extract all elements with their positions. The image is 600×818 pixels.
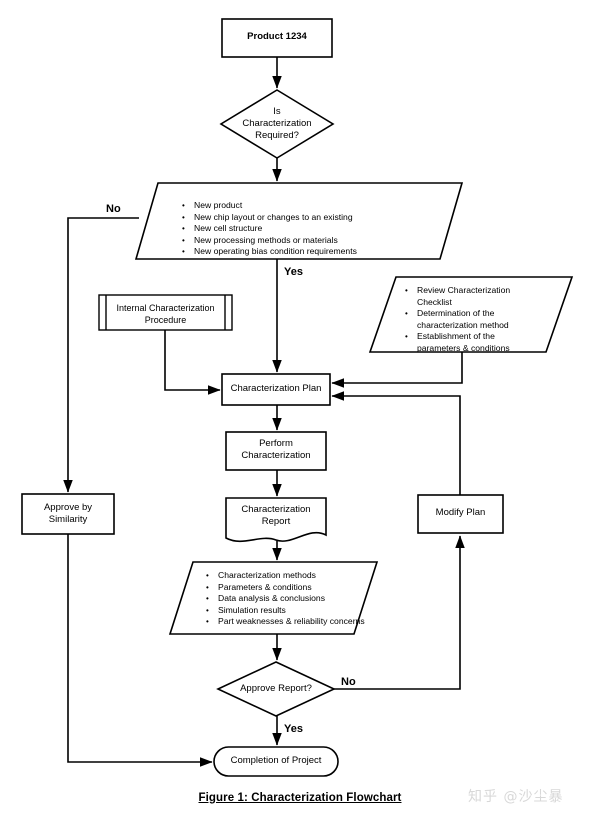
node-review-inputs-shape	[368, 276, 574, 353]
bullet-dot-icon: •	[405, 332, 408, 342]
bullet-dot-icon: •	[206, 617, 209, 627]
bullet-item: • New cell structure	[182, 223, 263, 234]
edge-review-inputs-to-plan	[331, 352, 463, 388]
bullet-dot-icon: •	[405, 309, 408, 319]
bullet-item: • Characterization methods	[206, 570, 316, 580]
edge-label-yes-characterization: Yes	[284, 266, 303, 278]
edge-approve-by-similarity-to-completion	[67, 534, 213, 767]
bullet-dot-icon: •	[206, 582, 209, 592]
node-product-shape	[221, 18, 333, 58]
bullet-item: • New product	[182, 200, 243, 210]
edge-label-yes-report: Yes	[284, 723, 303, 735]
edge-modify-plan-to-plan	[331, 391, 461, 495]
figure-caption: Figure 1: Characterization Flowchart	[198, 792, 402, 804]
bullet-dot-icon: •	[206, 605, 209, 615]
node-characterization-plan-shape	[221, 373, 331, 406]
bullet-item: • Establishment of the parameters & cond…	[405, 331, 510, 353]
edge-label-no-report: No	[341, 676, 356, 688]
bullet-item: • New operating bias condition requireme…	[182, 246, 357, 257]
bullet-dot-icon: •	[206, 594, 209, 604]
bullet-item: • New chip layout or changes to an exist…	[182, 211, 353, 222]
bullet-dot-icon: •	[182, 212, 185, 222]
bullet-dot-icon: •	[182, 247, 185, 257]
bullet-item: • Review Characterization Checklist	[405, 285, 511, 307]
node-internal-procedure-shape	[98, 294, 233, 331]
node-characterization-report-shape	[225, 497, 327, 543]
bullet-dot-icon: •	[182, 224, 185, 234]
node-modify-plan-shape	[417, 494, 504, 534]
node-review-inputs-bullets: • Review Characterization Checklist • De…	[405, 285, 540, 355]
edge-internal-procedure-to-plan	[164, 330, 221, 395]
bullet-dot-icon: •	[405, 286, 408, 295]
edge-label-no-characterization: No	[106, 203, 121, 215]
watermark: 知乎 @沙尘暴	[468, 789, 564, 805]
node-new-criteria-bullets: • New product • New chip layout or chang…	[182, 200, 397, 258]
node-new-criteria-shape	[134, 182, 464, 260]
node-report-contents-shape	[168, 561, 379, 635]
node-completion-of-project-shape	[213, 746, 339, 777]
bullet-dot-icon: •	[182, 235, 185, 245]
edge-no-report-to-modify-plan	[334, 535, 465, 690]
bullet-item: • Parameters & conditions	[206, 581, 312, 592]
bullet-item: • Determination of the characterization …	[405, 308, 509, 330]
bullet-item: • Data analysis & conclusions	[206, 593, 325, 604]
node-approve-by-similarity-shape	[21, 493, 115, 535]
bullet-item: • New processing methods or materials	[182, 234, 338, 245]
node-approve-report-shape	[216, 661, 336, 717]
bullet-dot-icon: •	[182, 201, 185, 210]
bullet-item: • Part weaknesses & reliability concerns	[206, 616, 365, 627]
node-perform-characterization-shape	[225, 431, 327, 471]
node-is-characterization-required-shape	[219, 89, 335, 159]
bullet-dot-icon: •	[206, 571, 209, 580]
edge-no-to-approve-by-similarity	[63, 217, 139, 493]
bullet-item: • Simulation results	[206, 604, 286, 615]
node-report-contents-bullets: • Characterization methods • Parameters …	[206, 570, 366, 628]
